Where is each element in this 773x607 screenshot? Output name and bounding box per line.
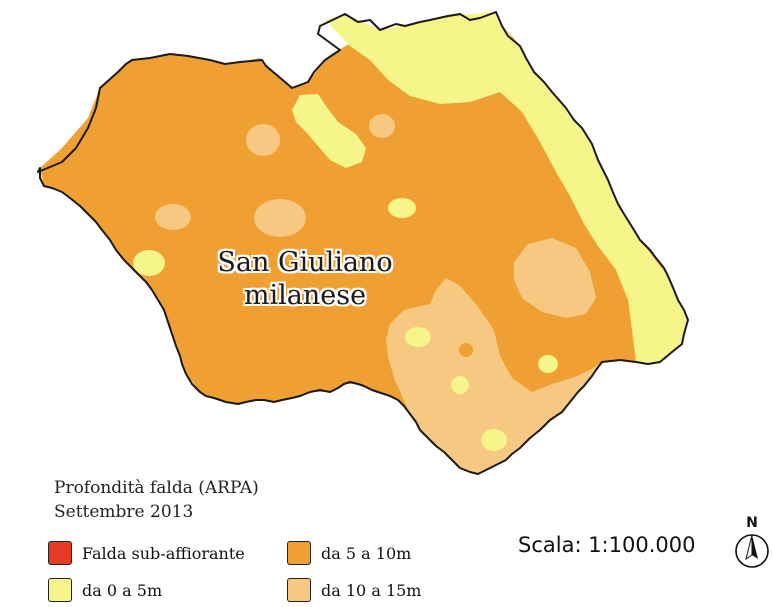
legend-item-label: da 5 a 10m — [321, 543, 412, 563]
legend-title-line2: Settembre 2013 — [54, 502, 194, 522]
legend-item-0-5m: da 0 a 5m — [48, 577, 162, 603]
city-name-line2: milanese — [243, 280, 367, 311]
legend-item-falda-sub-affiorante: Falda sub-affiorante — [48, 540, 245, 566]
compass-north-label: N — [746, 515, 758, 531]
zone-0-5m-blob — [451, 376, 469, 394]
legend-item-5-10m: da 5 a 10m — [287, 540, 411, 566]
municipal-boundary — [37, 11, 689, 475]
zone-10-15m-blob — [369, 114, 395, 138]
zone-5-10m — [40, 12, 688, 474]
zone-0-5m-blob — [292, 94, 366, 168]
zone-0-5m-blob — [405, 327, 431, 347]
legend-item-label: Falda sub-affiorante — [82, 543, 245, 563]
legend-swatch-light-orange — [287, 578, 311, 602]
zone-10-15m-south — [386, 278, 602, 474]
zone-0-5m-blob — [133, 250, 165, 276]
legend-swatch-orange — [287, 541, 311, 565]
zone-0-5m-east — [325, 12, 688, 362]
zone-10-15m-blob — [254, 199, 306, 237]
zone-5-10m-dot — [459, 343, 473, 357]
legend-title: Profondità falda (ARPA) Settembre 2013 — [54, 476, 259, 524]
city-name-label: San Giuliano milanese — [190, 246, 420, 312]
legend-title-line1: Profondità falda (ARPA) — [54, 478, 259, 498]
north-arrow-icon: N — [735, 515, 769, 568]
zone-0-5m-blob — [388, 198, 416, 218]
zone-0-5m-blob — [538, 355, 558, 373]
zone-10-15m-blob — [155, 204, 191, 230]
zone-0-5m-blob — [481, 429, 507, 451]
zone-10-15m-blob — [514, 238, 596, 318]
legend-swatch-yellow — [48, 578, 72, 602]
scale-label: Scala: 1:100.000 — [518, 533, 696, 557]
legend-item-label: da 0 a 5m — [82, 580, 163, 600]
city-name-line1: San Giuliano — [217, 247, 393, 278]
legend-item-label: da 10 a 15m — [321, 580, 422, 600]
legend-swatch-red — [48, 541, 72, 565]
legend-item-10-15m: da 10 a 15m — [287, 577, 421, 603]
zone-10-15m-blob — [246, 124, 280, 156]
